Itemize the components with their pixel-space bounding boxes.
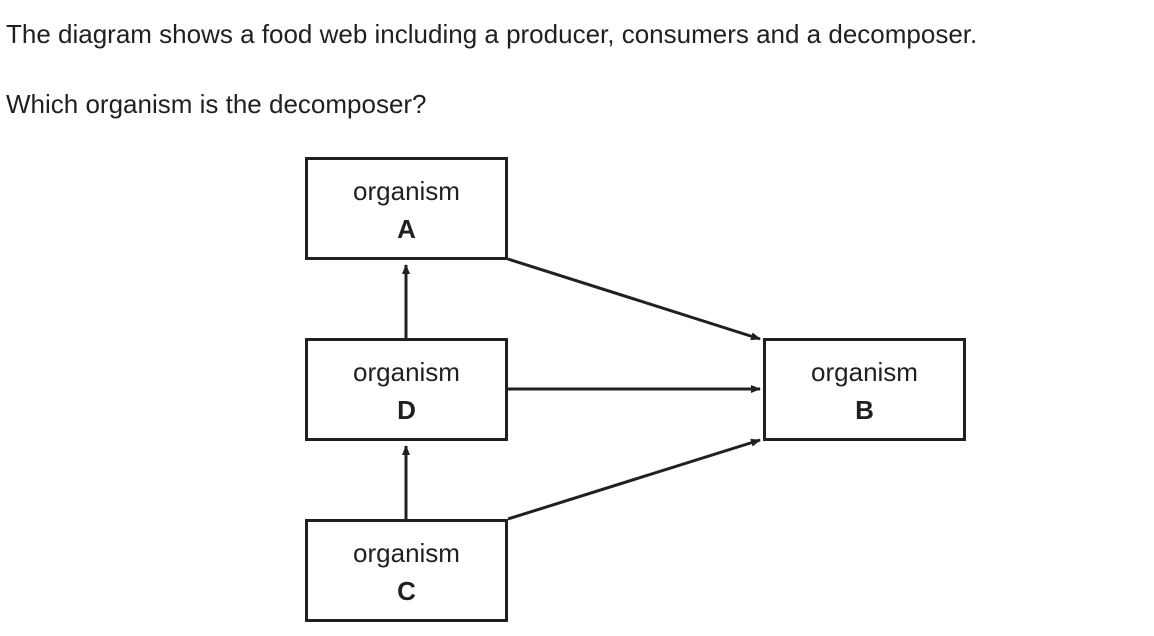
arrow-c-to-b bbox=[507, 438, 761, 521]
organism-d-word: organism bbox=[353, 357, 460, 387]
question-prompt: Which organism is the decomposer? bbox=[6, 89, 427, 119]
organism-b-letter: B bbox=[855, 395, 874, 425]
question-text: The diagram shows a food web including a… bbox=[6, 19, 978, 49]
arrow-a-to-b bbox=[507, 257, 761, 341]
organism-d-letter: D bbox=[397, 395, 416, 425]
organism-c-word: organism bbox=[353, 538, 460, 568]
organism-a-letter: A bbox=[397, 214, 416, 244]
organism-c-letter: C bbox=[397, 576, 416, 606]
organism-c-box: organism C bbox=[305, 519, 508, 622]
organism-b-box: organism B bbox=[763, 338, 966, 441]
organism-b-word: organism bbox=[811, 357, 918, 387]
organism-d-box: organism D bbox=[305, 338, 508, 441]
organism-a-word: organism bbox=[353, 176, 460, 206]
organism-a-box: organism A bbox=[305, 157, 508, 260]
